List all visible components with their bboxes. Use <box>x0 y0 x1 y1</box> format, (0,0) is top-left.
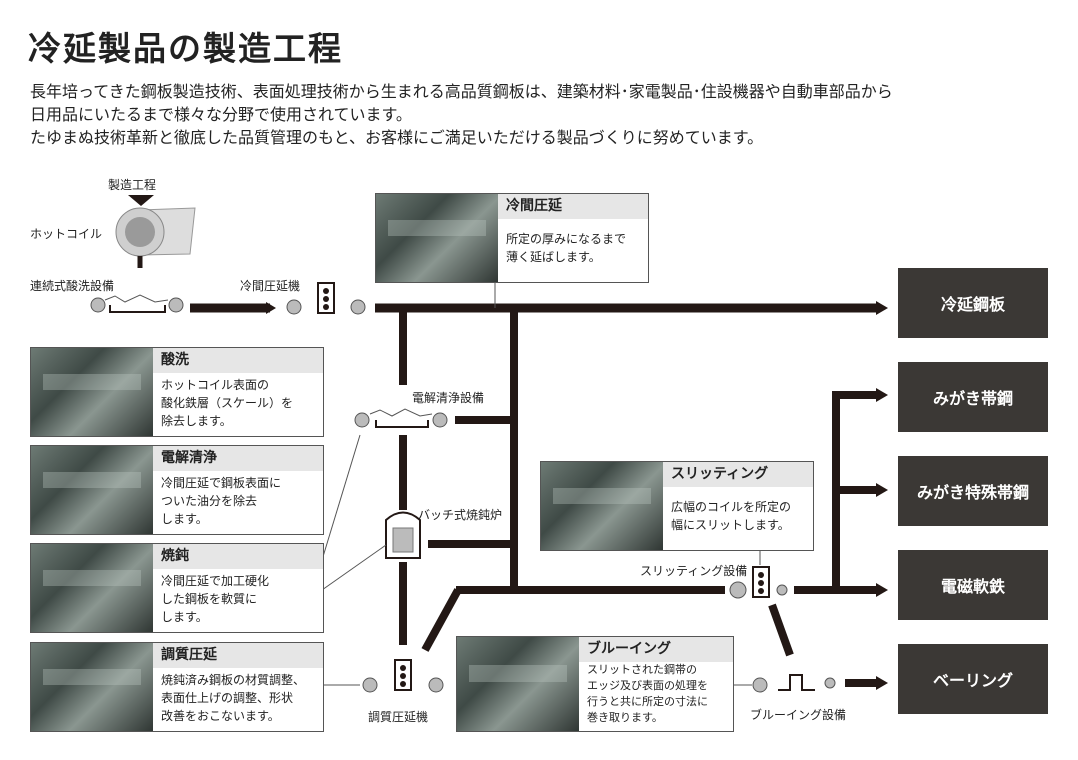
temper-mill-icon <box>362 659 444 693</box>
card-line: 幅にスリットします。 <box>671 518 790 532</box>
product-polished-strip: みがき帯鋼 <box>898 362 1048 432</box>
card-description: 広幅のコイルを所定の 幅にスリットします。 <box>663 498 813 534</box>
card-bluing: ブルーイング スリットされた鋼帯の エッジ及び表面の処理を 行うと共に所定の寸法… <box>456 636 734 732</box>
card-line: 焼鈍済み鋼板の材質調整、 <box>161 673 306 687</box>
card-title: 電解清浄 <box>153 446 323 471</box>
product-cold-rolled-steel: 冷延鋼板 <box>898 268 1048 338</box>
annealing-photo <box>31 544 153 632</box>
card-line: スリットされた鋼帯の <box>587 663 697 676</box>
bluing-photo <box>457 637 579 731</box>
card-line: ホットコイル表面の <box>161 378 270 392</box>
label-batch-furnace: バッチ式焼鈍炉 <box>418 508 503 522</box>
product-bearing: ベーリング <box>898 644 1048 714</box>
card-description: ホットコイル表面の 酸化鉄層（スケール）を 除去します。 <box>153 376 323 430</box>
card-line: 所定の厚みになるまで <box>506 232 627 246</box>
card-line: エッジ及び表面の処理を <box>587 679 708 692</box>
card-cleaning: 電解清浄 冷間圧延で鋼板表面に ついた油分を除去 します。 <box>30 445 324 535</box>
card-line: 表面仕上げの調整、形状 <box>161 691 294 705</box>
pickling-line-icon <box>90 294 184 313</box>
page-title: 冷延製品の製造工程 <box>28 29 343 68</box>
card-description: 所定の厚みになるまで 薄く延ばします。 <box>498 230 648 266</box>
card-description: 冷間圧延で加工硬化 した鋼板を軟質に します。 <box>153 572 323 626</box>
card-cold-rolling: 冷間圧延 所定の厚みになるまで 薄く延ばします。 <box>375 193 649 283</box>
label-bluing-line: ブルーイング設備 <box>750 708 847 722</box>
card-title: 酸洗 <box>153 348 323 373</box>
card-slitting: スリッティング 広幅のコイルを所定の 幅にスリットします。 <box>540 461 814 551</box>
product-electromagnetic-iron: 電磁軟鉄 <box>898 550 1048 620</box>
intro-line: たゆまぬ技術革新と徹底した品質管理のもと、お客様にご満足いただける製品づくりに努… <box>30 128 764 147</box>
card-pickling: 酸洗 ホットコイル表面の 酸化鉄層（スケール）を 除去します。 <box>30 347 324 437</box>
electrolytic-line-icon <box>354 408 448 428</box>
card-line: します。 <box>161 610 208 624</box>
pickling-photo <box>31 348 153 436</box>
card-line: 冷間圧延で加工硬化 <box>161 574 270 588</box>
card-line: 冷間圧延で鋼板表面に <box>161 476 282 490</box>
card-title: スリッティング <box>663 462 813 487</box>
card-title: 冷間圧延 <box>498 194 648 219</box>
card-line: 酸化鉄層（スケール）を <box>161 396 294 410</box>
card-line: 広幅のコイルを所定の <box>671 500 792 514</box>
cleaning-photo <box>31 446 153 534</box>
card-line: 改善をおこないます。 <box>161 709 280 723</box>
card-title: ブルーイング <box>579 637 733 662</box>
card-line: 巻き取ります。 <box>587 711 663 724</box>
card-temper: 調質圧延 焼鈍済み鋼板の材質調整、 表面仕上げの調整、形状 改善をおこないます。 <box>30 642 324 732</box>
slitting-line-icon <box>729 566 788 599</box>
card-annealing: 焼鈍 冷間圧延で加工硬化 した鋼板を軟質に します。 <box>30 543 324 633</box>
cold-mill-icon <box>286 282 366 315</box>
cold-rolling-photo <box>376 194 498 282</box>
card-description: スリットされた鋼帯の エッジ及び表面の処理を 行うと共に所定の寸法に 巻き取りま… <box>579 662 733 726</box>
card-line: します。 <box>161 512 208 526</box>
card-line: 行うと共に所定の寸法に <box>587 695 708 708</box>
label-process: 製造工程 <box>108 178 157 192</box>
intro-line: 長年培ってきた鋼板製造技術、表面処理技術から生まれる高品質鋼板は、建築材料･家電… <box>30 82 893 101</box>
card-title: 焼鈍 <box>153 544 323 569</box>
hot-coil-icon <box>115 195 196 268</box>
card-description: 冷間圧延で鋼板表面に ついた油分を除去 します。 <box>153 474 323 528</box>
label-temper-mill: 調質圧延機 <box>368 710 429 724</box>
card-line: ついた油分を除去 <box>161 494 258 508</box>
card-line: 除去します。 <box>161 414 232 428</box>
label-pickling-line: 連続式酸洗設備 <box>30 279 115 293</box>
intro-line: 日用品にいたるまで様々な分野で使用されています。 <box>30 105 412 124</box>
temper-photo <box>31 643 153 731</box>
label-electrolytic-line: 電解清浄設備 <box>412 391 485 405</box>
slitting-photo <box>541 462 663 550</box>
label-slitting-line: スリッティング設備 <box>640 564 748 578</box>
card-description: 焼鈍済み鋼板の材質調整、 表面仕上げの調整、形状 改善をおこないます。 <box>153 671 323 725</box>
card-line: 薄く延ばします。 <box>506 250 601 264</box>
label-cold-mill: 冷間圧延機 <box>240 279 301 293</box>
card-title: 調質圧延 <box>153 643 323 668</box>
label-hot-coil: ホットコイル <box>30 227 103 241</box>
bluing-line-icon <box>752 674 836 693</box>
batch-furnace-icon <box>385 511 421 559</box>
intro-text: 長年培ってきた鋼板製造技術、表面処理技術から生まれる高品質鋼板は、建築材料･家電… <box>30 80 893 149</box>
card-line: した鋼板を軟質に <box>161 592 258 606</box>
product-polished-special-strip: みがき特殊帯鋼 <box>898 456 1048 526</box>
